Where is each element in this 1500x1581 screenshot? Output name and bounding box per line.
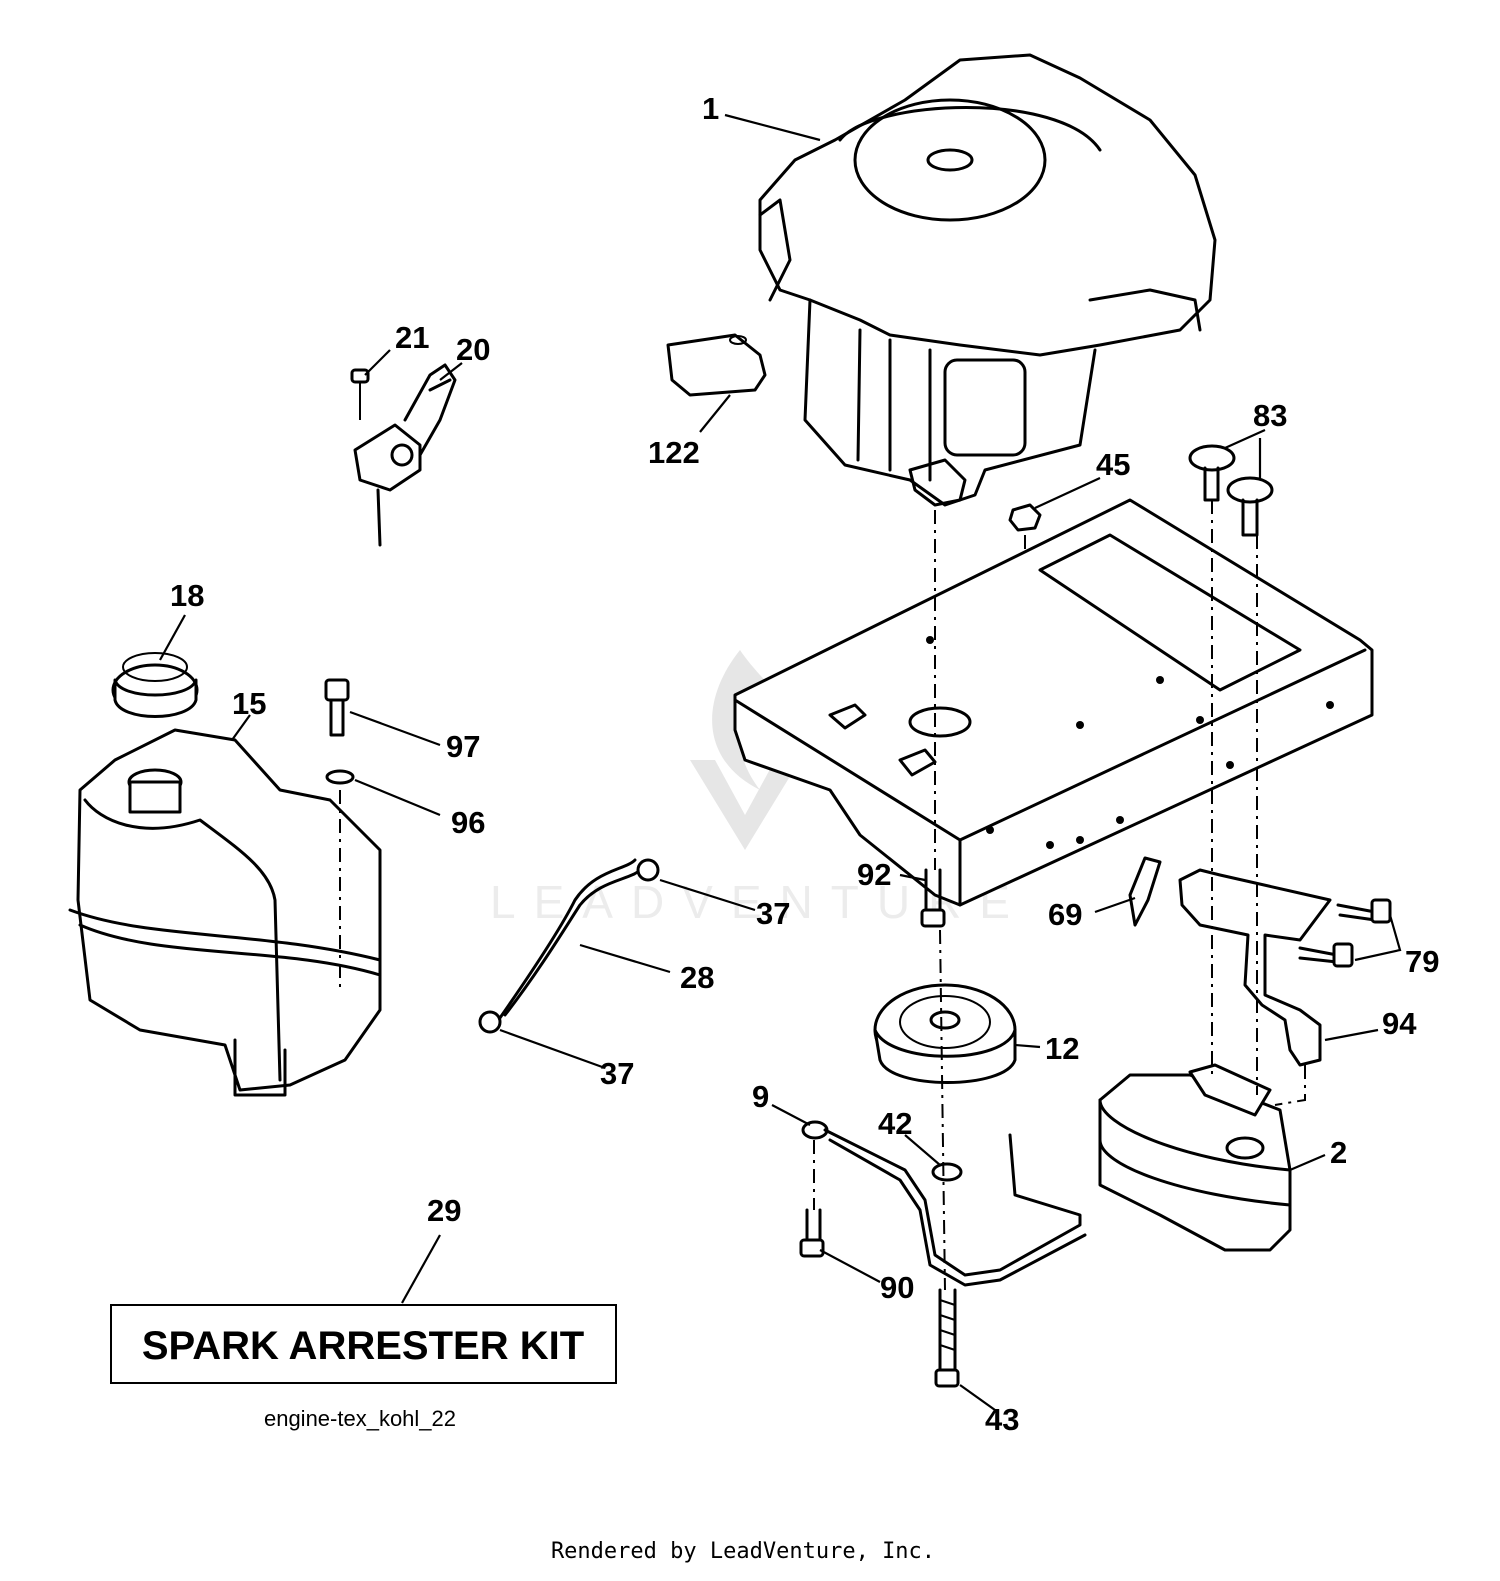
exhaust-pipe-part <box>1128 856 1392 1067</box>
callout-9: 9 <box>752 1079 769 1114</box>
callout-37-lower: 37 <box>600 1056 634 1091</box>
callout-94: 94 <box>1382 1006 1417 1041</box>
kit-label: SPARK ARRESTER KIT <box>142 1324 584 1368</box>
muffler-part <box>1098 1063 1292 1252</box>
frame-part <box>733 498 1374 907</box>
engine-part <box>758 53 1217 507</box>
throttle-control-part <box>350 363 457 547</box>
callout-92: 92 <box>857 857 891 892</box>
callout-96: 96 <box>451 805 485 840</box>
fuel-cap-part <box>111 652 199 718</box>
footer-credit: Rendered by LeadVenture, Inc. <box>551 1539 935 1564</box>
callout-labels: 1 122 21 20 83 45 18 15 97 96 92 37 28 3… <box>170 91 1439 1437</box>
leader-lines <box>159 113 1402 1411</box>
callout-83: 83 <box>1253 398 1287 433</box>
callout-42: 42 <box>878 1106 912 1141</box>
callout-20: 20 <box>456 332 490 367</box>
bolt-92-part <box>920 868 946 928</box>
air-duct-part <box>666 333 767 397</box>
callout-37-upper: 37 <box>756 896 790 931</box>
guard-rod-part <box>801 1120 1087 1287</box>
callout-29: 29 <box>427 1193 461 1228</box>
callout-21: 21 <box>395 320 429 355</box>
callout-69: 69 <box>1048 897 1082 932</box>
pulley-part <box>873 983 1017 1084</box>
callout-43: 43 <box>985 1402 1019 1437</box>
alignment-lines <box>339 500 1306 1291</box>
callout-12: 12 <box>1045 1031 1079 1066</box>
callout-79: 79 <box>1405 944 1439 979</box>
callout-90: 90 <box>880 1270 914 1305</box>
callout-28: 28 <box>680 960 714 995</box>
flange-bolts-83-part <box>1188 444 1274 537</box>
tank-bolt-part <box>324 678 355 785</box>
callout-1: 1 <box>702 91 719 126</box>
callout-15: 15 <box>232 686 266 721</box>
callout-122: 122 <box>648 435 700 470</box>
callout-45: 45 <box>1096 447 1130 482</box>
fuel-tank-part <box>68 728 382 1097</box>
bolt-43-part <box>934 1288 960 1388</box>
nut-45-part <box>1008 503 1042 532</box>
callout-18: 18 <box>170 578 204 613</box>
callout-2: 2 <box>1330 1135 1347 1170</box>
callout-97: 97 <box>446 729 480 764</box>
bolt-90-part <box>799 1208 825 1258</box>
spark-arrester-kit-box: SPARK ARRESTER KIT <box>110 1304 617 1384</box>
diagram-reference: engine-tex_kohl_22 <box>264 1406 456 1431</box>
fuel-line-part <box>478 858 660 1034</box>
